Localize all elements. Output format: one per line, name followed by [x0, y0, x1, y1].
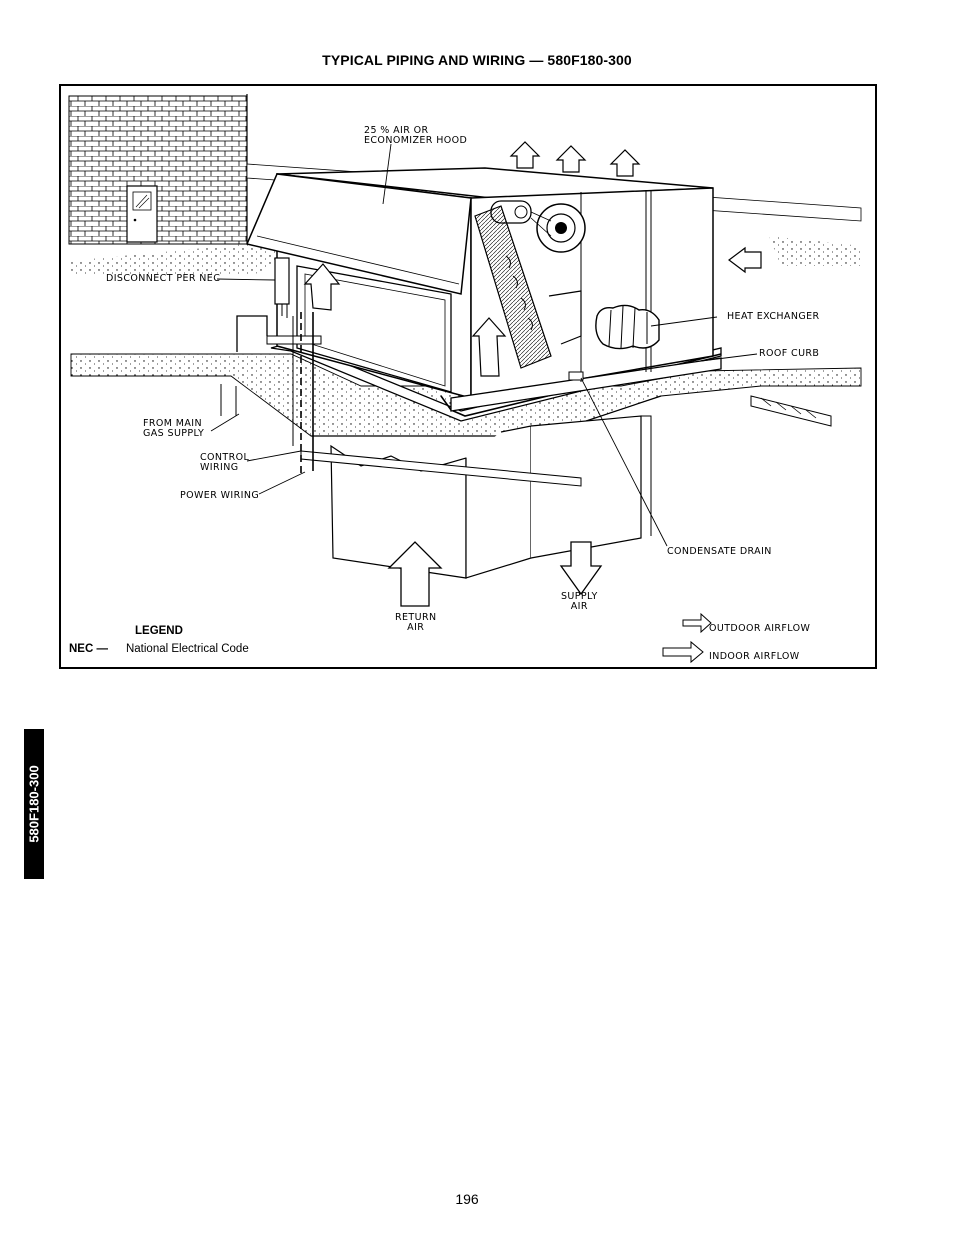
gas-supply-label: FROM MAIN GAS SUPPLY	[143, 418, 205, 439]
piping-wiring-figure: 25 % AIR OR ECONOMIZER HOOD DISCONNECT P…	[59, 84, 877, 669]
indoor-airflow-icon	[662, 640, 704, 664]
heat-exchanger-label: HEAT EXCHANGER	[727, 311, 820, 322]
air-hood-label: 25 % AIR OR ECONOMIZER HOOD	[364, 125, 468, 146]
legend-entry: NEC — National Electrical Code	[69, 643, 249, 655]
rooftop-unit-illustration	[68, 94, 862, 664]
supply-air-arrow	[559, 541, 603, 596]
legend-definition: National Electrical Code	[125, 643, 249, 655]
side-tab-label: 580F180-300	[26, 765, 42, 843]
disconnect-and-piping	[236, 257, 322, 476]
page-title: TYPICAL PIPING AND WIRING — 580F180-300	[322, 52, 632, 68]
indoor-airflow-label: INDOOR AIRFLOW	[709, 651, 800, 662]
return-air-label: RETURN AIR	[395, 612, 437, 633]
legend-abbr: NEC —	[69, 643, 108, 655]
rooftop-unit	[245, 141, 762, 412]
condensate-drain-label: CONDENSATE DRAIN	[667, 546, 772, 557]
callout-lines	[210, 143, 758, 547]
return-air-arrow	[387, 541, 443, 607]
disconnect-label: DISCONNECT PER NEC	[106, 273, 221, 284]
side-tab: 580F180-300	[24, 729, 44, 879]
legend-heading: LEGEND	[135, 625, 183, 637]
supply-air-label: SUPPLY AIR	[561, 591, 598, 612]
outdoor-airflow-label: OUTDOOR AIRFLOW	[709, 623, 811, 634]
power-wiring-label: POWER WIRING	[180, 490, 260, 501]
structure-below-roof	[220, 384, 832, 579]
brick-wall	[68, 94, 248, 245]
roof-curb-label: ROOF CURB	[759, 348, 820, 359]
control-wiring-label: CONTROL WIRING	[200, 452, 250, 473]
outdoor-airflow-icon	[682, 612, 712, 634]
page-number: 196	[455, 1191, 479, 1207]
